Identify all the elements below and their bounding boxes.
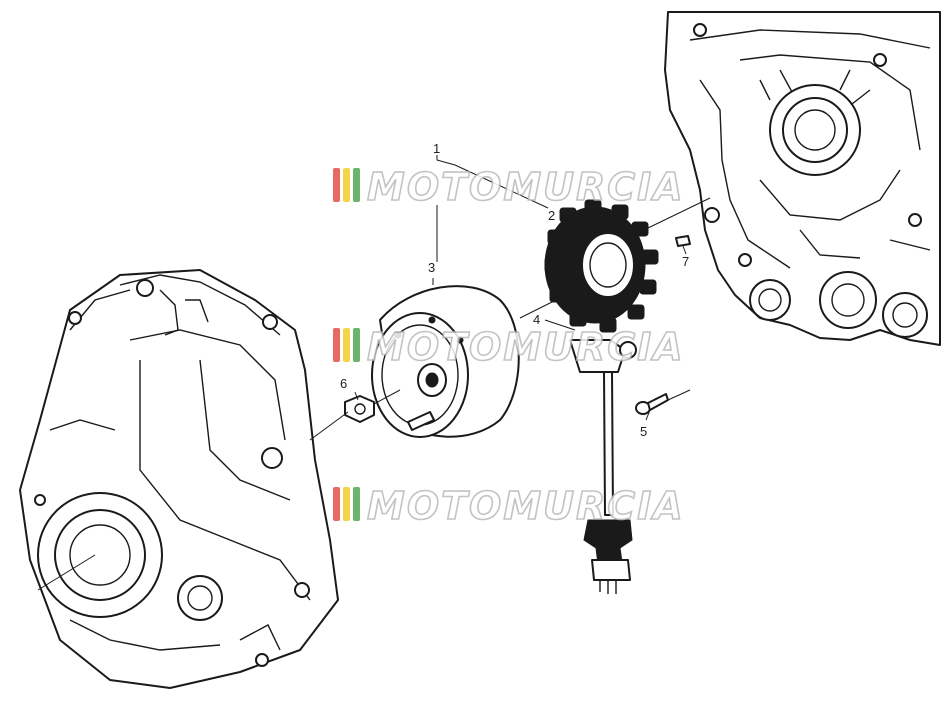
- watermark-middle: MOTOMURCIA: [333, 324, 685, 370]
- flywheel-rotor: [371, 285, 520, 438]
- watermark-text: MOTOMURCIA: [367, 165, 685, 209]
- stator-screw: [635, 393, 669, 415]
- stator-coil: [544, 199, 659, 373]
- flywheel-nut: [344, 395, 375, 423]
- stator-cover: [19, 269, 339, 689]
- watermark-stripe: [333, 487, 340, 521]
- callout-4: 4: [533, 312, 540, 327]
- crankcase-half: [664, 11, 941, 346]
- watermark-top: MOTOMURCIA: [333, 164, 685, 210]
- callout-leaders: [354, 155, 687, 421]
- watermark-stripe: [343, 487, 350, 521]
- callout-2: 2: [548, 208, 555, 223]
- wiring-harness: [583, 371, 633, 594]
- callout-6: 6: [340, 376, 347, 391]
- dowel-pin: [675, 235, 691, 247]
- callout-1: 1: [433, 141, 440, 156]
- watermark-stripe: [353, 328, 360, 362]
- watermark-stripe: [353, 487, 360, 521]
- watermark-stripe: [343, 168, 350, 202]
- watermark-text: MOTOMURCIA: [367, 325, 685, 369]
- watermark-stripe: [333, 168, 340, 202]
- assembly-axis-lines: [309, 197, 711, 441]
- watermark-stripe: [333, 328, 340, 362]
- watermark-stripe: [353, 168, 360, 202]
- callout-7: 7: [682, 254, 689, 269]
- callout-labels: 1 2 3 4 5 6 7: [340, 141, 689, 439]
- callout-3: 3: [428, 260, 435, 275]
- watermark-bottom: MOTOMURCIA: [333, 483, 685, 529]
- callout-5: 5: [640, 424, 647, 439]
- watermark-text: MOTOMURCIA: [367, 484, 685, 528]
- watermark-stripe: [343, 328, 350, 362]
